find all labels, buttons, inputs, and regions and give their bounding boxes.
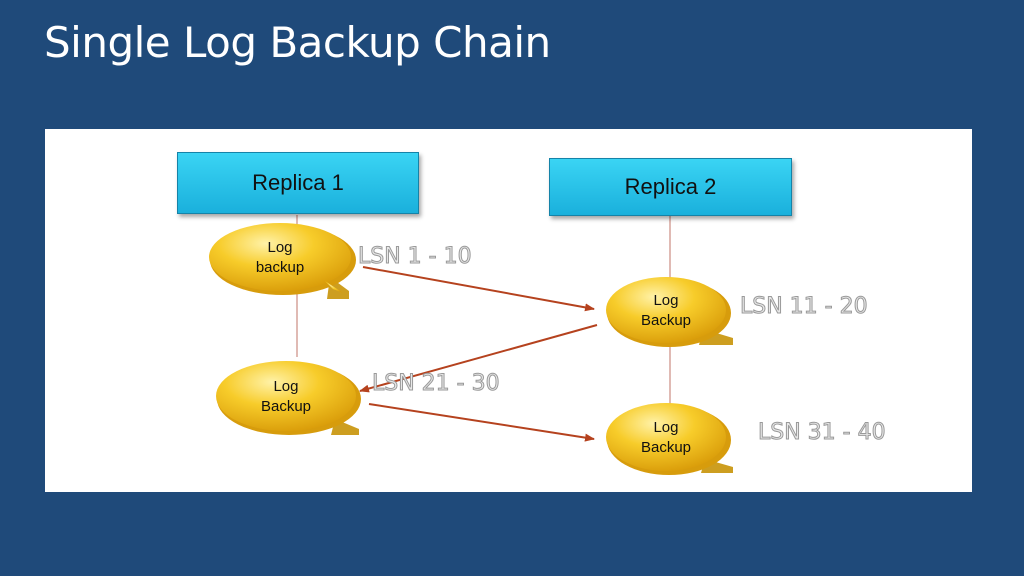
lsn-label-2: LSN 11 - 20 (740, 294, 869, 320)
log-backup-2: Log Backup (640, 292, 692, 329)
log-backup-3: Log Backup (260, 378, 312, 415)
connector-layer (209, 215, 733, 475)
slide-title: Single Log Backup Chain (44, 18, 551, 67)
log-backup-1: Log backup (255, 239, 305, 276)
lsn-label-4: LSN 31 - 40 (758, 420, 887, 446)
bubble-shape-4 (606, 403, 733, 475)
arrow-backup-1-to-2 (362, 266, 595, 312)
bubble-shape-1 (209, 223, 356, 299)
arrow-backup-2-to-3 (359, 324, 598, 393)
bubble-shape-3 (216, 361, 361, 435)
log-backup-4: Log Backup (640, 419, 692, 456)
arrow-backup-3-to-4 (368, 403, 595, 442)
lsn-label-3: LSN 21 - 30 (372, 371, 501, 397)
lsn-label-1: LSN 1 - 10 (358, 244, 473, 270)
replica-1-box: Replica 1 (177, 152, 419, 214)
replica-2-box: Replica 2 (549, 158, 792, 216)
diagram-panel: Replica 1 Replica 2 Log backup Log Backu… (45, 129, 972, 492)
bubble-shape-2 (606, 277, 733, 347)
